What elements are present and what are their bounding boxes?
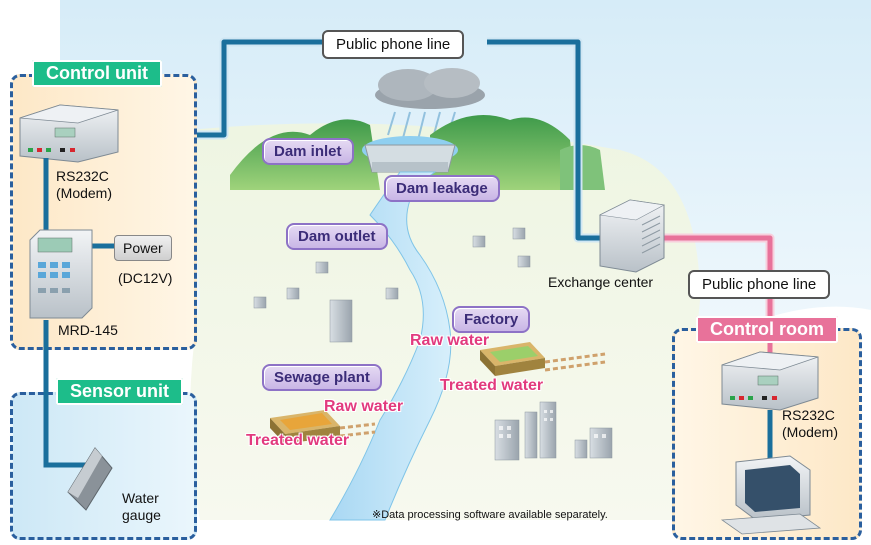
control-unit-tag: Control unit — [32, 60, 162, 87]
rain-cloud-icon — [375, 68, 485, 141]
modem-right-overlay — [721, 351, 819, 411]
sewage-plant-pill: Sewage plant — [262, 364, 382, 391]
factory-raw-water-label: Raw water — [410, 332, 490, 349]
sewage-treatment-tank — [270, 410, 376, 444]
modem-text: (Modem) — [56, 185, 113, 201]
factory-treated-water-label: Treated water — [440, 377, 544, 394]
water-gauge-label: Water gauge — [122, 490, 161, 524]
rs232c-text-right: RS232C — [782, 407, 835, 423]
sewage-raw-water-label: Raw water — [324, 398, 404, 415]
rs232c-text: RS232C — [56, 168, 109, 184]
public-phone-line-label-right: Public phone line — [688, 270, 831, 299]
rs232c-modem-label-left: RS232C (Modem) — [56, 168, 112, 202]
modem-left-overlay — [19, 104, 119, 163]
dam-outlet-pill: Dam outlet — [286, 223, 388, 250]
control-room-tag: Control room — [696, 316, 838, 343]
river — [329, 171, 452, 521]
houses — [253, 227, 531, 309]
power-box: Power — [114, 235, 172, 261]
city-buildings — [494, 401, 613, 461]
computer-overlay — [720, 455, 822, 535]
exchange-center-server — [599, 199, 665, 273]
mrd145-label: MRD-145 — [58, 322, 118, 338]
footnote: ※Data processing software available sepa… — [372, 509, 608, 521]
office-building-left — [329, 299, 353, 343]
sensor-overlay — [67, 447, 113, 511]
dam-leakage-pill: Dam leakage — [384, 175, 500, 202]
water-text: Water — [122, 490, 159, 506]
modem-text-right: (Modem) — [782, 424, 839, 440]
dam-inlet-pill: Dam inlet — [262, 138, 354, 165]
dam-structure — [362, 136, 458, 173]
exchange-center-label: Exchange center — [548, 274, 654, 290]
factory-treatment-tank — [480, 342, 606, 376]
sewage-treated-water-label: Treated water — [246, 432, 350, 449]
gauge-text: gauge — [122, 507, 161, 523]
power-spec-label: (DC12V) — [118, 270, 173, 286]
sensor-unit-tag: Sensor unit — [56, 378, 184, 405]
logger-overlay — [29, 229, 93, 319]
rs232c-modem-label-right: RS232C (Modem) — [782, 407, 838, 441]
public-phone-line-label-top: Public phone line — [322, 30, 465, 59]
factory-pill: Factory — [452, 306, 531, 333]
link-sensor — [43, 320, 86, 468]
